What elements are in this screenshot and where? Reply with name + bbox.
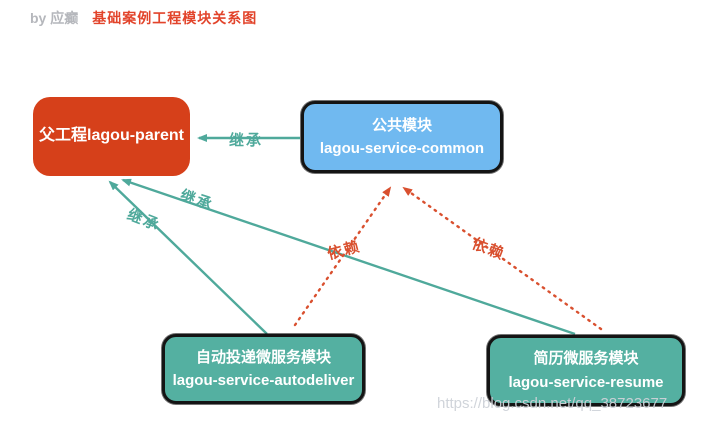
node-autodeliver-artifact: lagou-service-autodeliver bbox=[172, 372, 355, 389]
node-parent-label: 父工程lagou-parent bbox=[39, 127, 184, 145]
csdn-watermark: https://blog.csdn.net/qq_38723677 bbox=[437, 395, 668, 412]
inherit-arrow-resume-to-parent bbox=[121, 178, 576, 336]
diagram-header: by 应癫基础案例工程模块关系图 bbox=[30, 8, 257, 28]
author-byline: by 应癫 bbox=[30, 10, 79, 26]
node-common-title: 公共模块 bbox=[371, 116, 432, 134]
node-autodeliver-module: 自动投递微服务模块 lagou-service-autodeliver bbox=[162, 334, 365, 404]
edge-label-inherit-common: 继承 bbox=[229, 132, 264, 149]
diagram-title: 基础案例工程模块关系图 bbox=[92, 10, 258, 26]
depend-arrow-resume-to-common bbox=[402, 186, 603, 331]
inherit-arrow-autodeliver-to-parent bbox=[108, 180, 268, 335]
node-common-module: 公共模块 lagou-service-common bbox=[301, 101, 503, 173]
node-common-artifact: lagou-service-common bbox=[319, 140, 485, 157]
node-parent-project: 父工程lagou-parent bbox=[33, 97, 190, 176]
node-resume-artifact: lagou-service-resume bbox=[508, 373, 664, 391]
node-resume-title: 简历微服务模块 bbox=[533, 350, 639, 368]
depend-arrow-autodeliver-to-common bbox=[293, 186, 392, 327]
node-autodeliver-title: 自动投递微服务模块 bbox=[195, 348, 331, 366]
node-resume-module: 简历微服务模块 lagou-service-resume bbox=[487, 335, 685, 406]
